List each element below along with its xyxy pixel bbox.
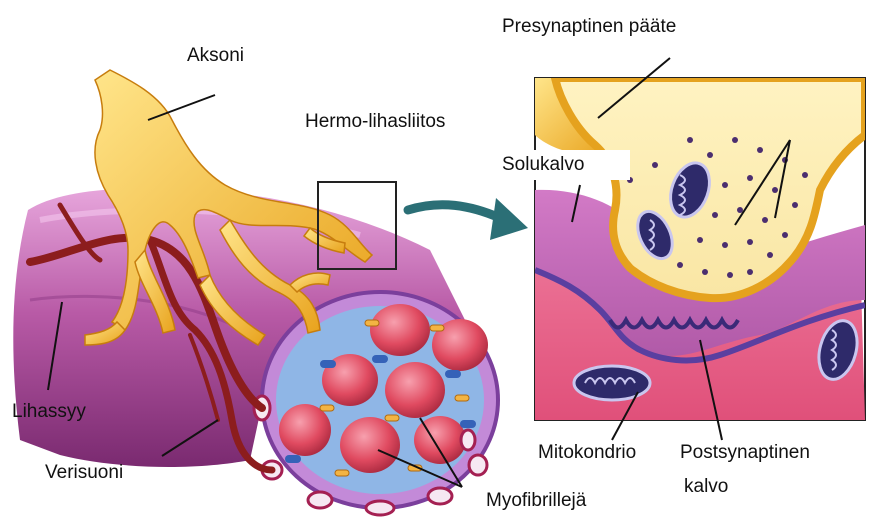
label-myofibrilleja: Myofibrillejä: [486, 490, 586, 512]
zoom-arrow: [408, 198, 528, 240]
label-postsynaptinen-kalvo-line2: kalvo: [684, 476, 728, 498]
label-solukalvo: Solukalvo: [500, 150, 630, 180]
label-presynaptinen-paate: Presynaptinen pääte: [502, 16, 676, 38]
myofibril: [279, 404, 331, 456]
myofibril: [414, 416, 466, 464]
synapse-zoom-panel: [535, 78, 865, 420]
label-verisuoni: Verisuoni: [45, 462, 123, 484]
mitochondrion: [574, 366, 650, 400]
label-postsynaptinen-kalvo-line1: Postsynaptinen: [680, 442, 810, 464]
label-lihassyy: Lihassyy: [12, 401, 86, 423]
label-mitokondrio: Mitokondrio: [538, 442, 636, 464]
myofibril: [385, 362, 445, 418]
label-aksoni: Aksoni: [187, 45, 244, 67]
myofibril: [370, 304, 430, 356]
myofibril: [340, 417, 400, 473]
label-hermo-lihasliitos: Hermo-lihasliitos: [305, 111, 445, 133]
